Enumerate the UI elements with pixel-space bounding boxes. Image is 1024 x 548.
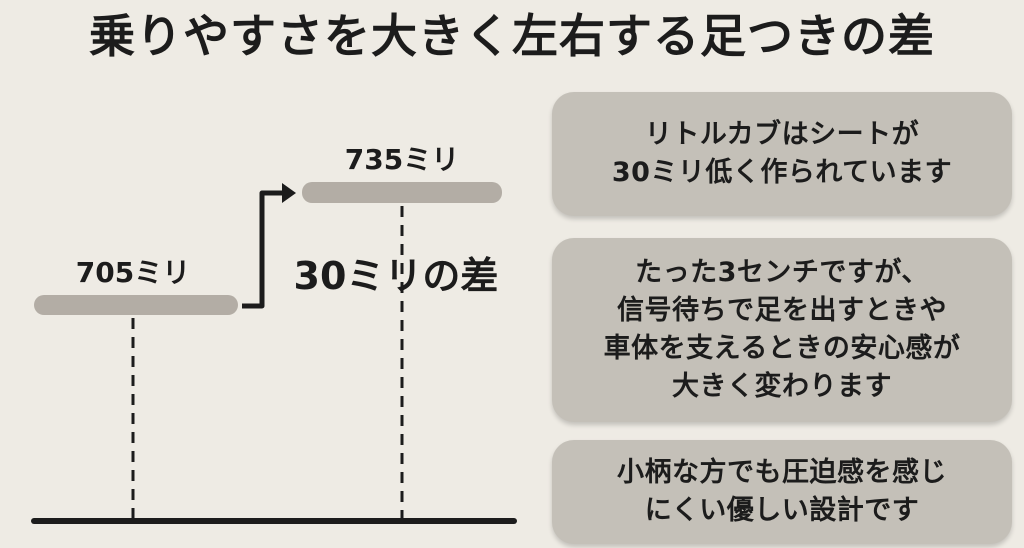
high-seat-bar (302, 182, 502, 203)
card-text-line: 車体を支えるときの安心感が (603, 333, 961, 364)
high-seat-label: 735ミリ (345, 143, 459, 176)
step-up-arrow (242, 190, 288, 309)
arrow-head-icon (282, 183, 296, 203)
info-card-reassurance: たった3センチですが、 信号待ちで足を出すときや 車体を支えるときの安心感が 大… (552, 238, 1012, 422)
card-text-line: 30ミリ低く作られています (611, 157, 953, 188)
card-text-line: リトルカブはシートが (644, 119, 920, 150)
card-text-line: たった3センチですが、 (635, 257, 929, 288)
card-text-line: 小柄な方でも圧迫感を感じ (617, 457, 947, 488)
info-card-design: 小柄な方でも圧迫感を感じ にくい優しい設計です (552, 440, 1012, 544)
difference-label: 30ミリの差 (294, 254, 499, 298)
card-text-line: にくい優しい設計です (644, 495, 920, 526)
page-title: 乗りやすさを大きく左右する足つきの差 (89, 9, 935, 63)
card-text-line: 信号待ちで足を出すときや (617, 295, 947, 326)
info-card-seat-lower: リトルカブはシートが 30ミリ低く作られています (552, 92, 1012, 216)
card-text-line: 大きく変わります (672, 371, 892, 402)
low-seat-bar (34, 295, 238, 315)
low-seat-label: 705ミリ (76, 256, 190, 289)
